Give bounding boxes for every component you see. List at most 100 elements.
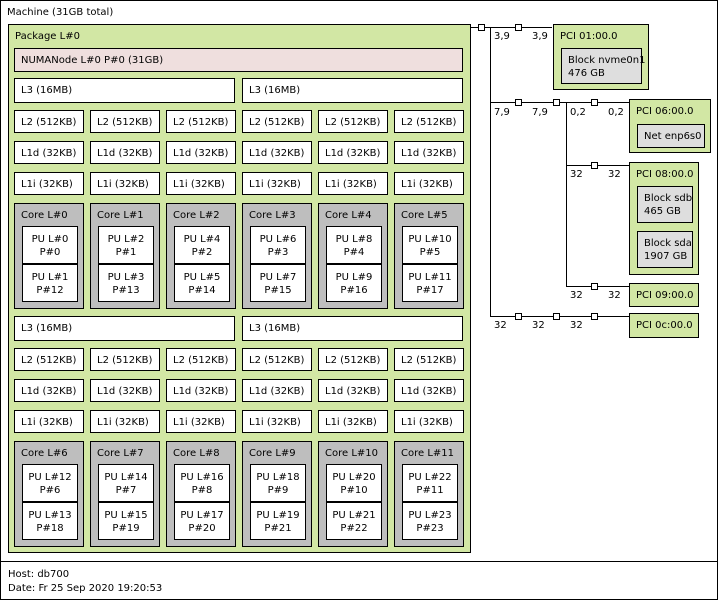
device-size: 1907 GB — [644, 251, 688, 262]
l2-cache[interactable]: L2 (512KB) — [394, 348, 464, 371]
l1i-cache[interactable]: L1i (32KB) — [318, 410, 388, 433]
core-label: Core L#0 — [21, 210, 68, 221]
l2-cache[interactable]: L2 (512KB) — [394, 110, 464, 133]
l2-cache[interactable]: L2 (512KB) — [166, 110, 236, 133]
l2-cache[interactable]: L2 (512KB) — [318, 110, 388, 133]
cache-label: L1i (32KB) — [21, 417, 73, 428]
l3-cache[interactable]: L3 (16MB) — [242, 78, 463, 103]
l1i-cache[interactable]: L1i (32KB) — [166, 410, 236, 433]
core-label: Core L#9 — [249, 448, 296, 459]
l1i-cache[interactable]: L1i (32KB) — [318, 172, 388, 195]
l3-cache[interactable]: L3 (16MB) — [14, 316, 235, 341]
l2-cache[interactable]: L2 (512KB) — [242, 348, 312, 371]
l3-cache[interactable]: L3 (16MB) — [242, 316, 463, 341]
l1i-cache[interactable]: L1i (32KB) — [14, 172, 84, 195]
l1d-cache[interactable]: L1d (32KB) — [14, 379, 84, 402]
l1d-cache[interactable]: L1d (32KB) — [90, 379, 160, 402]
cache-label: L2 (512KB) — [249, 355, 305, 366]
numa-node: NUMANode L#0 P#0 (31GB) — [14, 48, 463, 72]
l1i-cache[interactable]: L1i (32KB) — [166, 172, 236, 195]
pu-index: P#20 — [188, 523, 216, 534]
l1i-cache[interactable]: L1i (32KB) — [90, 410, 160, 433]
cache-label: L3 (16MB) — [21, 323, 73, 334]
block-device[interactable]: Block nvme0n1 476 GB — [561, 48, 645, 84]
block-device[interactable]: Block sda 1907 GB — [637, 231, 693, 268]
l3-cache[interactable]: L3 (16MB) — [14, 78, 235, 103]
l1i-cache[interactable]: L1i (32KB) — [242, 410, 312, 433]
cache-label: L1i (32KB) — [249, 417, 301, 428]
l1d-cache[interactable]: L1d (32KB) — [166, 379, 236, 402]
pci-device-09[interactable]: PCI 09:00.0 — [629, 283, 699, 307]
pci-device-01[interactable]: PCI 01:00.0 Block nvme0n1 476 GB — [553, 24, 649, 90]
pu-index: P#17 — [416, 285, 444, 296]
cache-label: L2 (512KB) — [173, 355, 229, 366]
l1d-cache[interactable]: L1d (32KB) — [90, 141, 160, 164]
link-label: 32 — [570, 320, 583, 331]
l1i-cache[interactable]: L1i (32KB) — [14, 410, 84, 433]
l1d-cache[interactable]: L1d (32KB) — [14, 141, 84, 164]
l1d-cache[interactable]: L1d (32KB) — [318, 379, 388, 402]
pu-label: PU L#21 — [332, 510, 376, 521]
pci-device-0c[interactable]: PCI 0c:00.0 — [629, 313, 699, 338]
l1i-cache[interactable]: L1i (32KB) — [394, 410, 464, 433]
l1d-cache[interactable]: L1d (32KB) — [318, 141, 388, 164]
l2-cache[interactable]: L2 (512KB) — [166, 348, 236, 371]
l2-cache[interactable]: L2 (512KB) — [318, 348, 388, 371]
l1d-cache[interactable]: L1d (32KB) — [166, 141, 236, 164]
l2-cache[interactable]: L2 (512KB) — [242, 110, 312, 133]
pci-device-06[interactable]: PCI 06:00.0 Net enp6s0 — [629, 99, 711, 153]
l1i-cache[interactable]: L1i (32KB) — [242, 172, 312, 195]
l2-cache[interactable]: L2 (512KB) — [90, 348, 160, 371]
l2-cache[interactable]: L2 (512KB) — [90, 110, 160, 133]
l1d-cache[interactable]: L1d (32KB) — [242, 379, 312, 402]
l1d-cache[interactable]: L1d (32KB) — [242, 141, 312, 164]
cache-label: L2 (512KB) — [21, 355, 77, 366]
l1d-cache[interactable]: L1d (32KB) — [394, 141, 464, 164]
cache-label: L3 (16MB) — [249, 323, 301, 334]
block-device[interactable]: Block sdb 465 GB — [637, 186, 693, 223]
l2-cache[interactable]: L2 (512KB) — [14, 110, 84, 133]
l1i-cache[interactable]: L1i (32KB) — [90, 172, 160, 195]
net-device[interactable]: Net enp6s0 — [637, 124, 705, 148]
l1i-cache[interactable]: L1i (32KB) — [394, 172, 464, 195]
l1d-cache[interactable]: L1d (32KB) — [394, 379, 464, 402]
pci-device-08[interactable]: PCI 08:00.0 Block sdb 465 GB Block sda 1… — [629, 162, 699, 275]
l2-cache[interactable]: L2 (512KB) — [14, 348, 84, 371]
